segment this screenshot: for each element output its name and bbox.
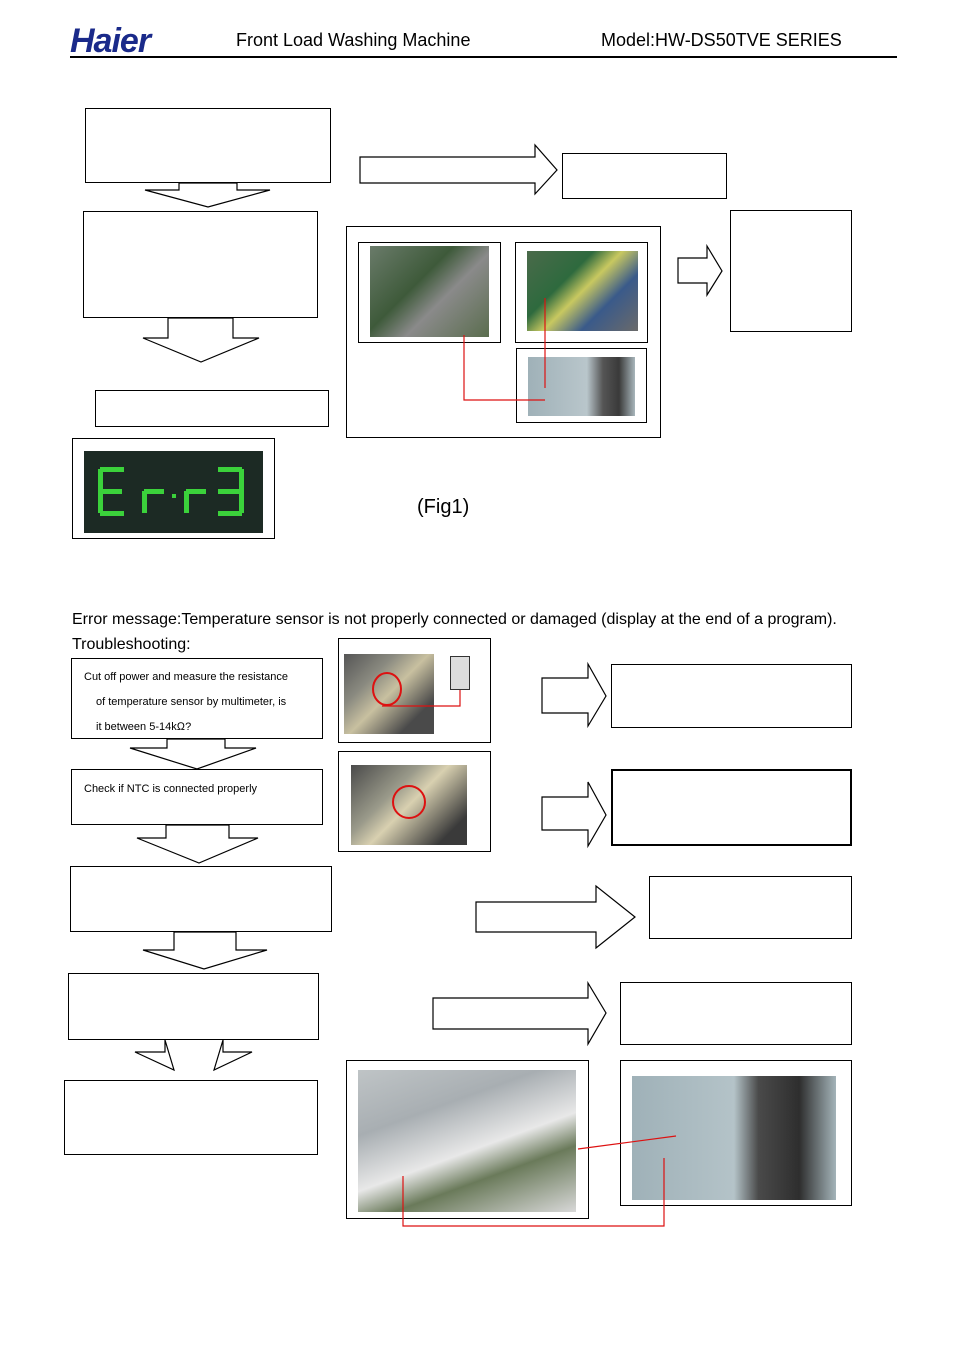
step1-line-3: it between 5-14kΩ? [96, 721, 192, 733]
ntc-photo-1 [344, 654, 434, 734]
error-message: Error message:Temperature sensor is not … [72, 611, 837, 628]
haier-logo: Haier [70, 22, 151, 60]
document-title: Front Load Washing Machine [236, 30, 471, 50]
result-box-1 [611, 664, 852, 728]
result-box-top-1 [562, 153, 727, 199]
result-box-4 [620, 982, 852, 1045]
flow-box-top-2 [83, 211, 318, 318]
model-label: Model:HW-DS50TVE SERIES [601, 30, 842, 50]
step1-line-1: Cut off power and measure the resistance [84, 671, 289, 683]
flow-box-top-1 [85, 108, 331, 183]
ntc-photo-2 [351, 765, 467, 845]
flow-box-top-3 [95, 390, 329, 427]
fig-label: (Fig1) [417, 496, 470, 518]
result-box-3 [649, 876, 852, 939]
multimeter-small-icon [450, 656, 470, 690]
step3-box [70, 866, 332, 932]
multimeter-photo-1 [528, 357, 635, 416]
step1-line-2: of temperature sensor by multimeter, is [96, 696, 287, 708]
step2-text: Check if NTC is connected properly [84, 783, 258, 795]
step5-box [64, 1080, 318, 1155]
troubleshooting-label: Troubleshooting: [72, 636, 191, 653]
result-box-top-2 [730, 210, 852, 332]
err3-segment-icon [98, 467, 244, 516]
step4-box [68, 973, 319, 1040]
step2-box: Check if NTC is connected properly [71, 769, 323, 825]
header-rule [70, 56, 897, 58]
multimeter-photo-2 [632, 1076, 836, 1200]
result-box-2 [611, 769, 852, 846]
board-photo [358, 1070, 576, 1212]
err3-display [84, 451, 263, 533]
pcb-photo-1 [370, 246, 489, 337]
step1-box: Cut off power and measure the resistance… [71, 658, 323, 739]
